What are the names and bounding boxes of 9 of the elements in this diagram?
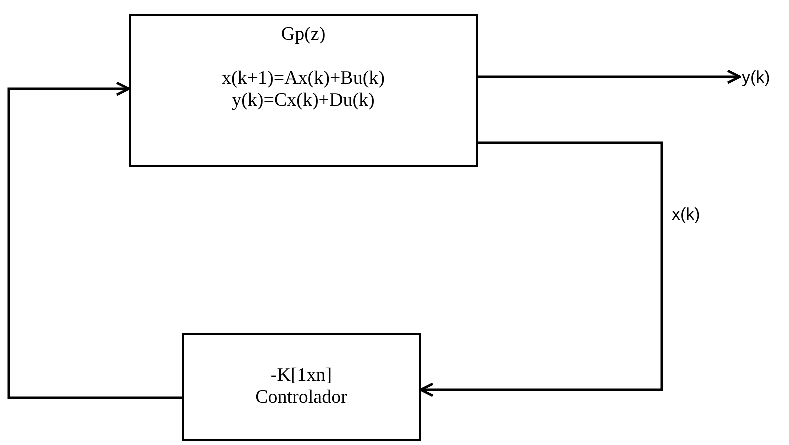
block-box xyxy=(129,14,478,167)
block-title: Gp(z) xyxy=(281,24,326,46)
arrow xyxy=(478,70,742,84)
block-text: x(k+1)=Ax(k)+Bu(k) y(k)=Cx(k)+Du(k) xyxy=(220,68,386,112)
arrow xyxy=(420,142,664,398)
output-label: y(k) xyxy=(742,66,770,90)
block-text: -K[1xn] Controlador xyxy=(254,365,348,409)
arrow xyxy=(8,82,182,400)
block-box xyxy=(182,333,421,441)
